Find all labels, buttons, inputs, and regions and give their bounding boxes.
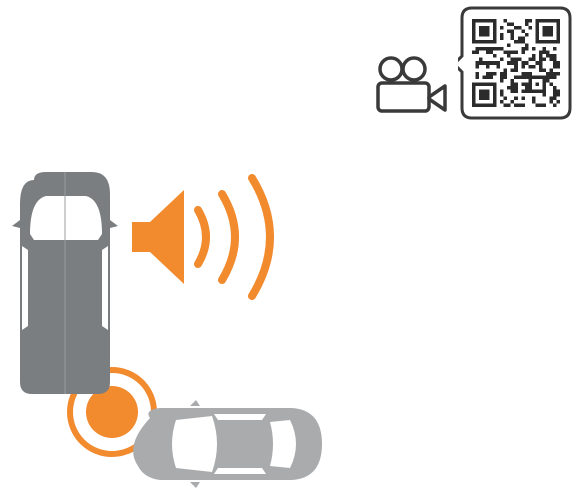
speaker-sound-icon [132, 178, 270, 296]
parking-scene [0, 150, 340, 494]
car-top-view [133, 400, 322, 488]
vehicle-top-view [12, 172, 118, 394]
video-camera-icon [372, 54, 448, 116]
video-link-group[interactable] [368, 4, 575, 124]
qr-code[interactable] [472, 18, 560, 108]
